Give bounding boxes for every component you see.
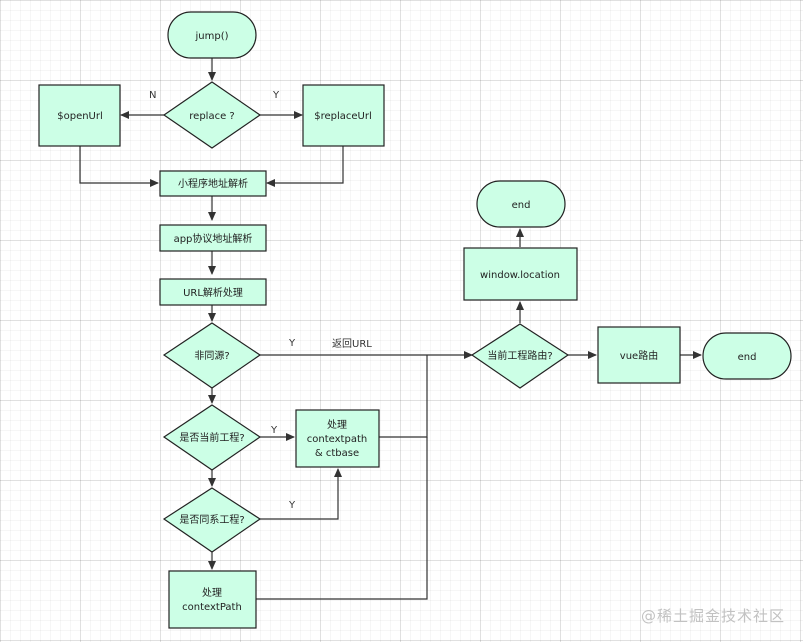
replace-decision[interactable] [162, 81, 262, 149]
end-top-terminator[interactable] [476, 180, 566, 228]
start-label: jump() [194, 31, 228, 42]
edge-replaceurl-to-miniparse [266, 146, 344, 187]
start-terminator[interactable] [167, 11, 257, 59]
windowlocation-label: window.location [480, 270, 560, 281]
replace-no-label: N [149, 90, 156, 101]
handlectx-label-line2: contextpath [307, 434, 367, 445]
urlparse-label: URL解析处理 [183, 286, 243, 299]
vueroute-label: vue路由 [620, 349, 658, 362]
handlectx-label-line1: 处理 [327, 419, 347, 431]
miniparse-label: 小程序地址解析 [178, 177, 248, 190]
node-labels: jump() replace ? $openUrl $replaceUrl 小程… [57, 31, 756, 613]
openurl-label: $openUrl [57, 111, 103, 122]
edge-samesystem-to-handlectx [260, 468, 342, 520]
urlparse-process[interactable] [159, 278, 267, 306]
handlectx-process[interactable] [295, 409, 380, 468]
end-right-label: end [738, 352, 757, 363]
appparse-process[interactable] [159, 224, 267, 252]
handlectxpath-label-line2: contextPath [182, 602, 242, 613]
samesystem-yes-label: Y [288, 500, 296, 511]
sameorigin-yes-label: Y [288, 338, 296, 349]
currentproject-decision[interactable] [162, 404, 262, 471]
miniparse-process[interactable] [159, 170, 267, 197]
sameorigin-label: 非同源? [194, 349, 229, 362]
replaceurl-label: $replaceUrl [314, 111, 372, 122]
edge-openurl-to-miniparse [79, 146, 159, 187]
samesystem-label: 是否同系工程? [179, 514, 244, 526]
handlectx-label-line3: & ctbase [315, 448, 359, 459]
end-top-label: end [512, 200, 531, 211]
replace-yes-label: Y [272, 90, 280, 101]
replaceurl-process[interactable] [302, 84, 385, 147]
handlectxpath-label-line1: 处理 [202, 587, 222, 599]
routecheck-label: 当前工程路由? [487, 349, 552, 362]
currentproject-yes-label: Y [270, 425, 278, 436]
edge-labels: N Y Y 返回URL Y Y [149, 90, 372, 511]
sameorigin-decision[interactable] [162, 322, 262, 389]
edge-handlectx-to-merge [379, 355, 428, 438]
watermark: @稀土掘金技术社区 [640, 607, 785, 625]
end-right-terminator[interactable] [702, 332, 792, 380]
openurl-process[interactable] [38, 84, 121, 147]
return-url-label: 返回URL [332, 338, 372, 350]
handlectxpath-process[interactable] [168, 570, 257, 629]
edge-handlectxpath-to-merge [256, 437, 428, 600]
routecheck-decision[interactable] [470, 323, 570, 389]
appparse-label: app协议地址解析 [174, 232, 253, 245]
edges [79, 58, 702, 600]
replace-label: replace ? [189, 111, 234, 122]
windowlocation-process[interactable] [463, 247, 578, 301]
samesystem-decision[interactable] [162, 487, 262, 553]
vueroute-process[interactable] [597, 326, 681, 384]
nodes [38, 11, 792, 629]
currentproject-label: 是否当前工程? [179, 431, 244, 444]
